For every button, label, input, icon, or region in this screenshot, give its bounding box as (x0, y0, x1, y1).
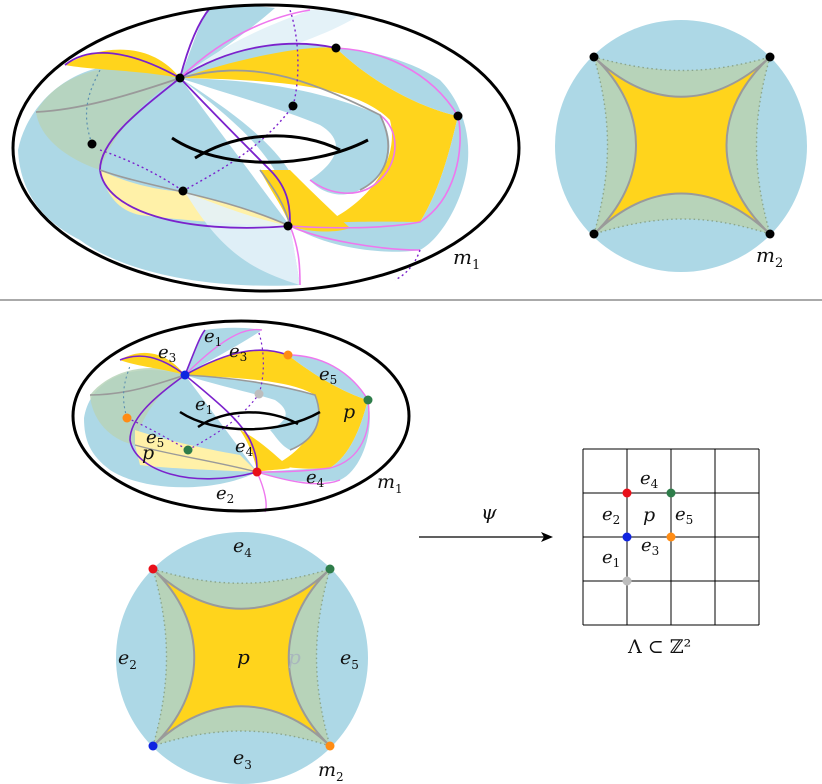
bottom-torus-vertex-green-2 (183, 445, 193, 455)
bottom-torus-vertex-red (252, 467, 262, 477)
torus-edge-label-6: e5 (146, 427, 164, 450)
grid-vertex-orange (666, 532, 676, 542)
top-vertex-5 (87, 139, 97, 149)
top-vertex-6 (178, 186, 188, 196)
grid-edge-label-left: e2 (602, 504, 620, 527)
bottom-torus-vertex-green (363, 395, 373, 405)
bottom-disk-label: m2 (318, 759, 344, 784)
bottom-torus-vertex-blue (180, 370, 190, 380)
torus-face-label-2: p (142, 442, 154, 464)
disk-edge-label-bottom: e3 (233, 747, 252, 772)
grid-edge-label-bottom: e3 (641, 535, 659, 558)
bottom-torus-vertex-orange (283, 350, 293, 360)
torus-edge-label-3: e3 (229, 341, 247, 364)
torus-edge-label-8: e4 (306, 467, 325, 490)
bottom-disk: e4 e2 e5 e3 p p m2 (116, 532, 368, 784)
grid-vertex-red (622, 488, 632, 498)
grid-edge-label-below: e1 (602, 547, 620, 570)
disk-vertex-red (148, 564, 158, 574)
map-label: ψ (481, 500, 497, 524)
disk-vertex-orange (325, 741, 335, 751)
grid-edge-label-top: e4 (640, 468, 659, 491)
top-disk: m2 (555, 20, 807, 272)
top-vertex-1 (175, 73, 185, 83)
grid-face-label: p (643, 504, 655, 526)
top-vertex-4 (453, 111, 463, 121)
bottom-torus-label: m1 (377, 471, 403, 496)
torus-edge-label-5: e1 (195, 394, 213, 417)
disk-vertex-blue (148, 741, 158, 751)
bottom-torus-vertex-gray (254, 389, 264, 399)
torus-face-label-1: p (343, 401, 355, 423)
top-vertex-2 (331, 43, 341, 53)
torus-edge-label-9: e2 (216, 483, 234, 506)
grid-vertex-gray (622, 576, 632, 586)
top-disk-label: m2 (756, 243, 783, 271)
grid-vertex-blue (622, 532, 632, 542)
top-torus: m1 (11, 3, 521, 293)
disk-vertex-green (325, 564, 335, 574)
top-vertex-7 (283, 221, 293, 231)
grid-vertex-green (666, 488, 676, 498)
torus-edge-label-2: e3 (158, 342, 176, 365)
bottom-torus-vertex-orange-2 (122, 413, 132, 423)
map-arrow: ψ (419, 500, 553, 542)
torus-edge-label-7: e4 (235, 436, 254, 459)
top-torus-label: m1 (453, 245, 480, 273)
disk-face-label: p (237, 645, 250, 669)
disk-edge-label-top: e4 (233, 535, 252, 560)
torus-edge-label-1: e1 (204, 326, 222, 349)
torus-edge-label-4: e5 (319, 364, 337, 387)
lattice-caption: Λ ⊂ ℤ² (627, 636, 691, 658)
grid-edge-label-right: e5 (675, 504, 693, 527)
top-vertex-3 (288, 101, 298, 111)
bottom-torus: e1 e3 e3 e5 e1 e5 e4 e4 e2 p p m1 (71, 319, 411, 513)
disk-face-ghost-label: p (288, 645, 301, 669)
disk-edge-label-right: e5 (340, 647, 359, 672)
disk-edge-label-left: e2 (118, 647, 137, 672)
lattice-grid: e4 e2 e5 e3 e1 p Λ ⊂ ℤ² (582, 448, 760, 658)
